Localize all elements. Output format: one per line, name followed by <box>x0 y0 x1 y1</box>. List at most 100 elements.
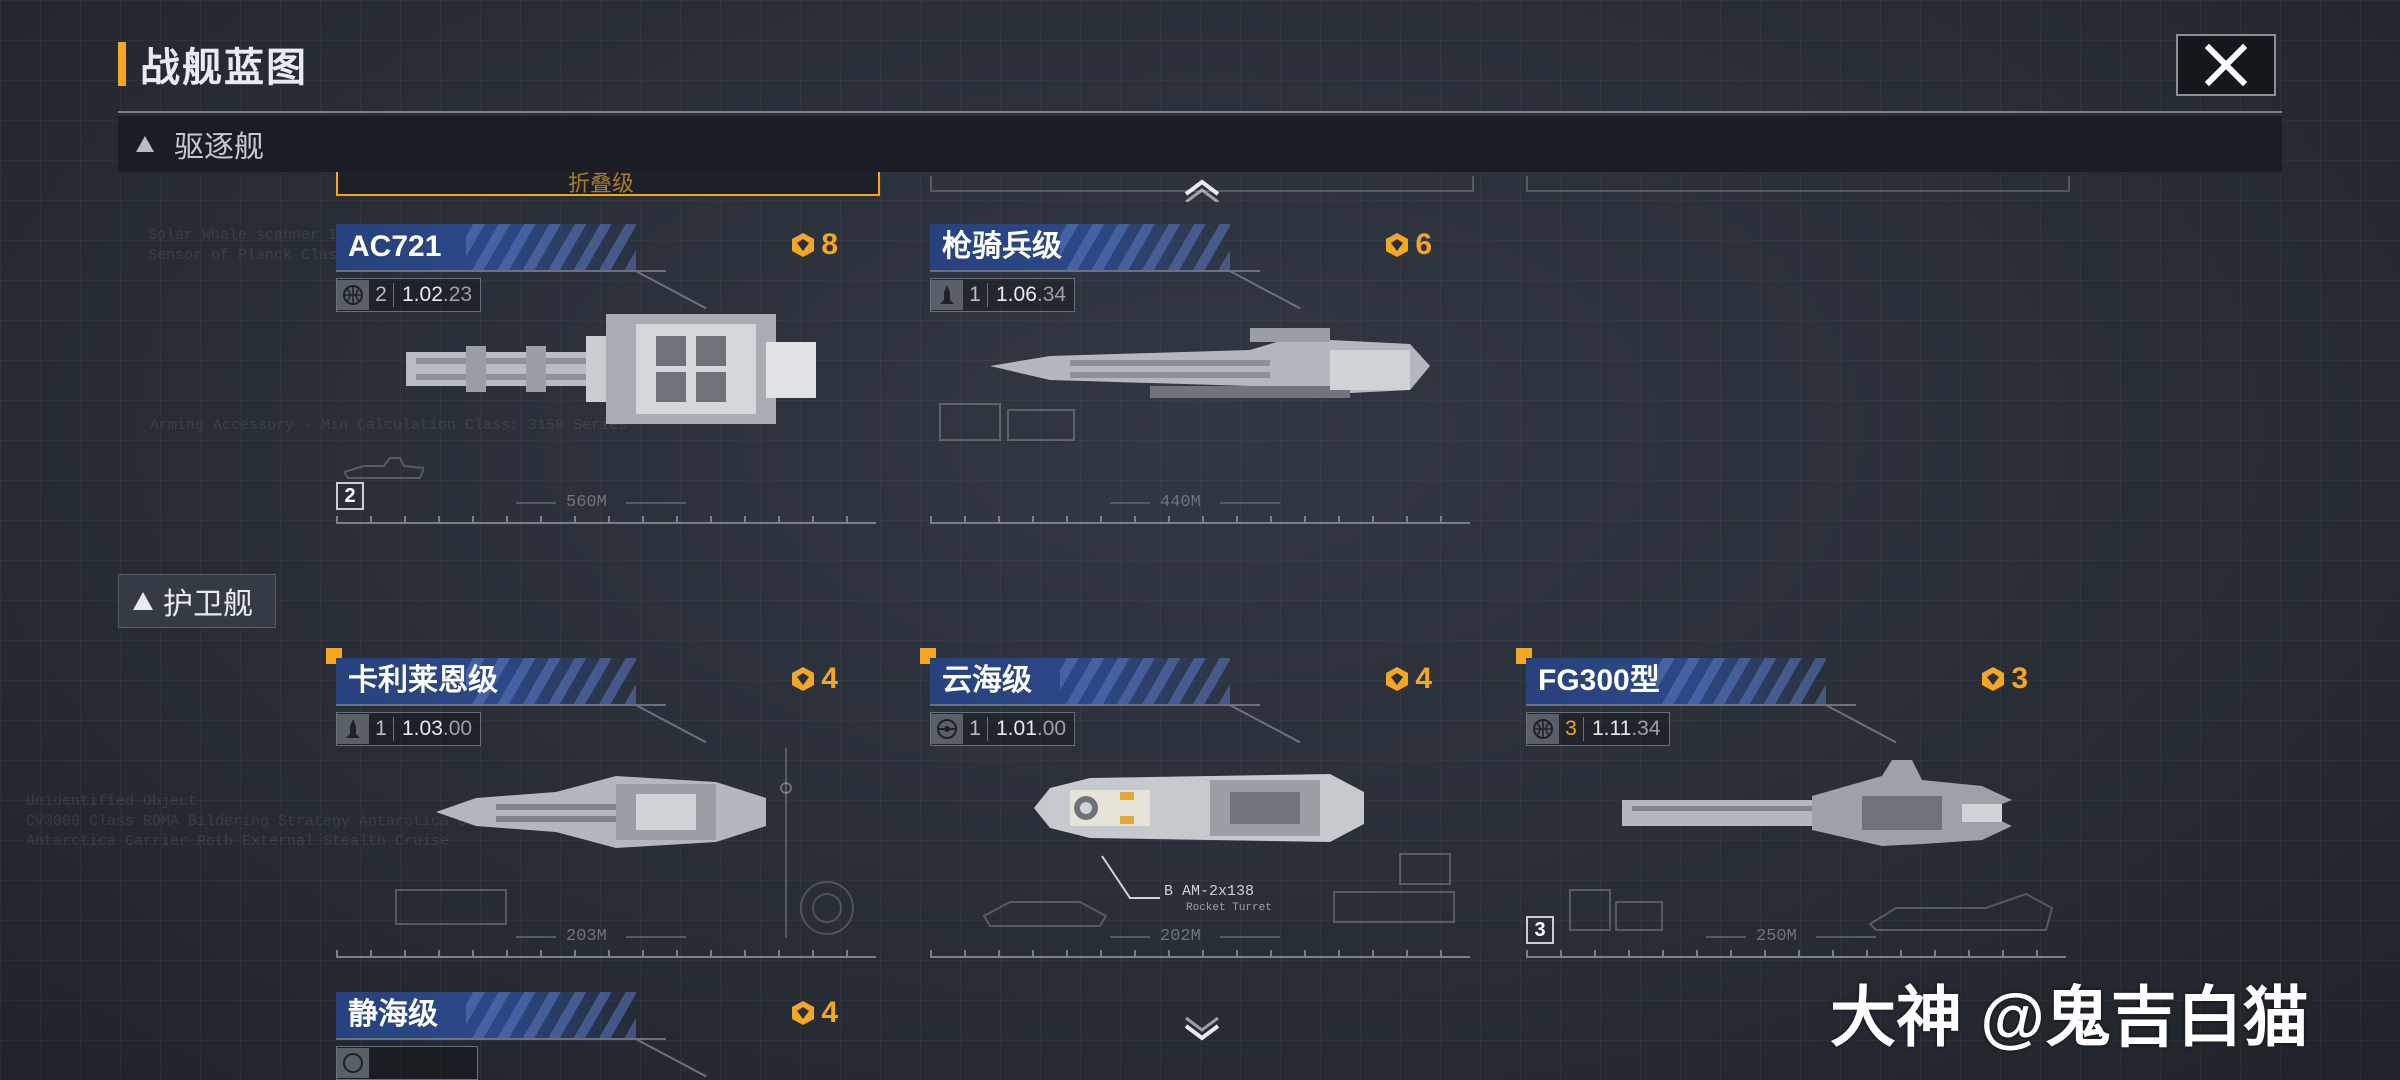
ship-side-view <box>939 403 1075 441</box>
tier-value: 1 <box>369 717 394 741</box>
cost-value: 3 <box>2011 662 2028 695</box>
leader-line <box>635 270 707 310</box>
tier-value: 2 <box>369 283 394 307</box>
ship-side-view <box>395 889 507 925</box>
ship-side-view <box>1333 853 1455 923</box>
radar-decoration <box>800 881 854 935</box>
card-ruler-ticks <box>930 950 1470 958</box>
length-line <box>1220 936 1280 938</box>
name-underline <box>336 704 666 706</box>
ship-stats: 2 1.02.23 <box>336 278 482 312</box>
ship-card-fg300[interactable]: FG300型 3 3 1.11.34 3 250M <box>1516 648 2066 958</box>
watermark: 大神 @鬼吉白猫 <box>1830 980 2309 1054</box>
weapon-callout-name: B AM-2x138 <box>1164 883 1255 900</box>
weapon-callout: B AM-2x138 Rocket Turret <box>1164 884 1272 916</box>
length-line <box>516 502 556 504</box>
leader-line <box>1825 704 1897 744</box>
cost-badge: 8 <box>789 228 838 262</box>
ship-card-jinghai[interactable]: 静海级 4 <box>336 992 876 1080</box>
command-point-icon <box>792 1001 815 1025</box>
section-header-destroyer[interactable]: 驱逐舰 <box>118 116 2282 172</box>
name-bar-stripes <box>466 224 636 270</box>
cost-value: 6 <box>1415 228 1432 261</box>
cost-badge: 4 <box>1383 662 1432 696</box>
cost-value: 4 <box>1415 662 1432 695</box>
globe-icon <box>1527 714 1559 744</box>
cost-value: 8 <box>821 228 838 261</box>
ship-length: 203M <box>566 927 607 946</box>
name-underline <box>336 1038 666 1040</box>
ship-stats: 1 1.03.00 <box>336 712 482 746</box>
ship-count-badge: 2 <box>336 482 364 510</box>
ship-name: FG300型 <box>1538 664 1660 697</box>
collapse-triangle-icon <box>136 136 154 152</box>
length-line <box>1220 502 1280 504</box>
ship-name: 枪骑兵级 <box>942 230 1062 263</box>
ship-count-badge: 3 <box>1526 916 1554 944</box>
command-point-icon <box>792 233 815 257</box>
cost-badge: 3 <box>1979 662 2028 696</box>
callout-line <box>1101 855 1160 899</box>
tier-value: 3 <box>1559 717 1584 741</box>
ship-length: 560M <box>566 493 607 512</box>
section-header-frigate[interactable]: 护卫舰 <box>118 574 276 628</box>
length-line <box>1110 936 1150 938</box>
length-line <box>1816 936 1876 938</box>
leader-line <box>1229 704 1301 744</box>
name-underline <box>336 270 666 272</box>
ship-name: 静海级 <box>348 998 438 1031</box>
close-button[interactable] <box>2176 34 2276 96</box>
version-value: 1.01.00 <box>996 717 1067 740</box>
command-point-icon <box>1386 233 1409 257</box>
globe-icon <box>337 1048 369 1078</box>
section-label: 驱逐舰 <box>174 131 264 164</box>
ship-stats: 1 1.06.34 <box>930 278 1076 312</box>
cost-value: 4 <box>821 996 838 1029</box>
card-ruler-ticks <box>930 516 1470 524</box>
cost-value: 4 <box>821 662 838 695</box>
weapon-callout-sub: Rocket Turret <box>1186 902 1272 914</box>
ship-card-callaine[interactable]: 卡利莱恩级 4 1 1.03.00 203M <box>326 648 876 958</box>
ship-length: 440M <box>1160 493 1201 512</box>
length-line <box>626 936 686 938</box>
name-bar-stripes <box>466 992 636 1038</box>
ship-name: AC721 <box>348 230 442 263</box>
partial-card-rule <box>1526 176 2070 192</box>
ship-image <box>406 314 816 424</box>
scroll-up-icon[interactable] <box>1182 176 1222 202</box>
ship-side-view <box>344 457 424 479</box>
ship-card-yunhai[interactable]: 云海级 4 1 1.01.00 B AM-2x138 Rocket Turret… <box>920 648 1470 958</box>
target-icon <box>931 714 963 744</box>
ship-card-lancer[interactable]: 枪骑兵级 6 1 1.06.34 440M <box>930 224 1470 524</box>
leader-line <box>635 704 707 744</box>
ship-stats <box>336 1046 478 1080</box>
name-bar-stripes <box>1656 658 1826 704</box>
ship-side-view <box>1868 892 2054 931</box>
ruler-decoration <box>780 748 792 938</box>
name-bar-stripes <box>1060 658 1230 704</box>
globe-icon <box>337 280 369 310</box>
ship-card-ac721[interactable]: AC721 8 2 1.02.23 2 560M <box>336 224 876 524</box>
rocket-icon <box>931 280 963 310</box>
ship-side-view <box>982 901 1108 927</box>
name-underline <box>1526 704 1856 706</box>
partial-ship-card[interactable]: 折叠级 <box>336 171 880 196</box>
version-value: 1.02.23 <box>402 283 473 306</box>
ship-length: 250M <box>1756 927 1797 946</box>
partial-card-label: 折叠级 <box>568 171 635 196</box>
ship-name: 卡利莱恩级 <box>348 664 498 697</box>
scroll-down-icon[interactable] <box>1182 1016 1222 1042</box>
length-line <box>626 502 686 504</box>
version-value: 1.11.34 <box>1592 717 1661 740</box>
ship-image <box>1622 760 2012 846</box>
command-point-icon <box>792 667 815 691</box>
length-line <box>516 936 556 938</box>
card-ruler-ticks <box>336 516 876 524</box>
version-value: 1.03.00 <box>402 717 473 740</box>
name-bar-stripes <box>1060 224 1230 270</box>
ship-image <box>436 776 766 848</box>
rocket-icon <box>337 714 369 744</box>
card-ruler-ticks <box>336 950 876 958</box>
ship-stats: 3 1.11.34 <box>1526 712 1670 746</box>
ship-name: 云海级 <box>942 664 1032 697</box>
